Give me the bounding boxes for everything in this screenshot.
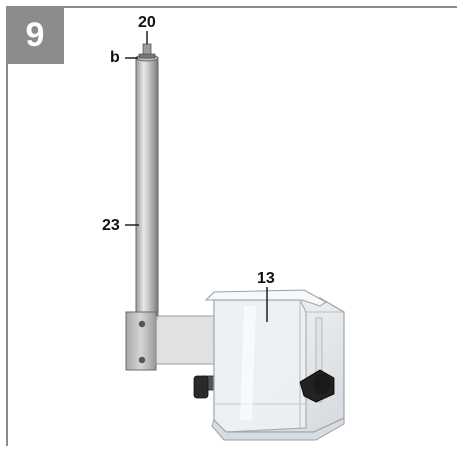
callout-23: 23: [102, 217, 120, 234]
step-number-badge: 9: [6, 6, 64, 64]
callout-leader-lines: [125, 31, 268, 322]
right-knob: [299, 369, 335, 403]
callout-20: 20: [138, 14, 156, 31]
left-side-knob: [193, 375, 215, 399]
transparent-housing: [204, 289, 345, 441]
vertical-pole: [135, 54, 159, 321]
callout-13: 13: [257, 270, 275, 287]
callout-b: b: [110, 49, 120, 66]
top-knob: [138, 43, 156, 59]
mounting-bracket: [125, 311, 217, 371]
step-number: 9: [25, 15, 45, 54]
